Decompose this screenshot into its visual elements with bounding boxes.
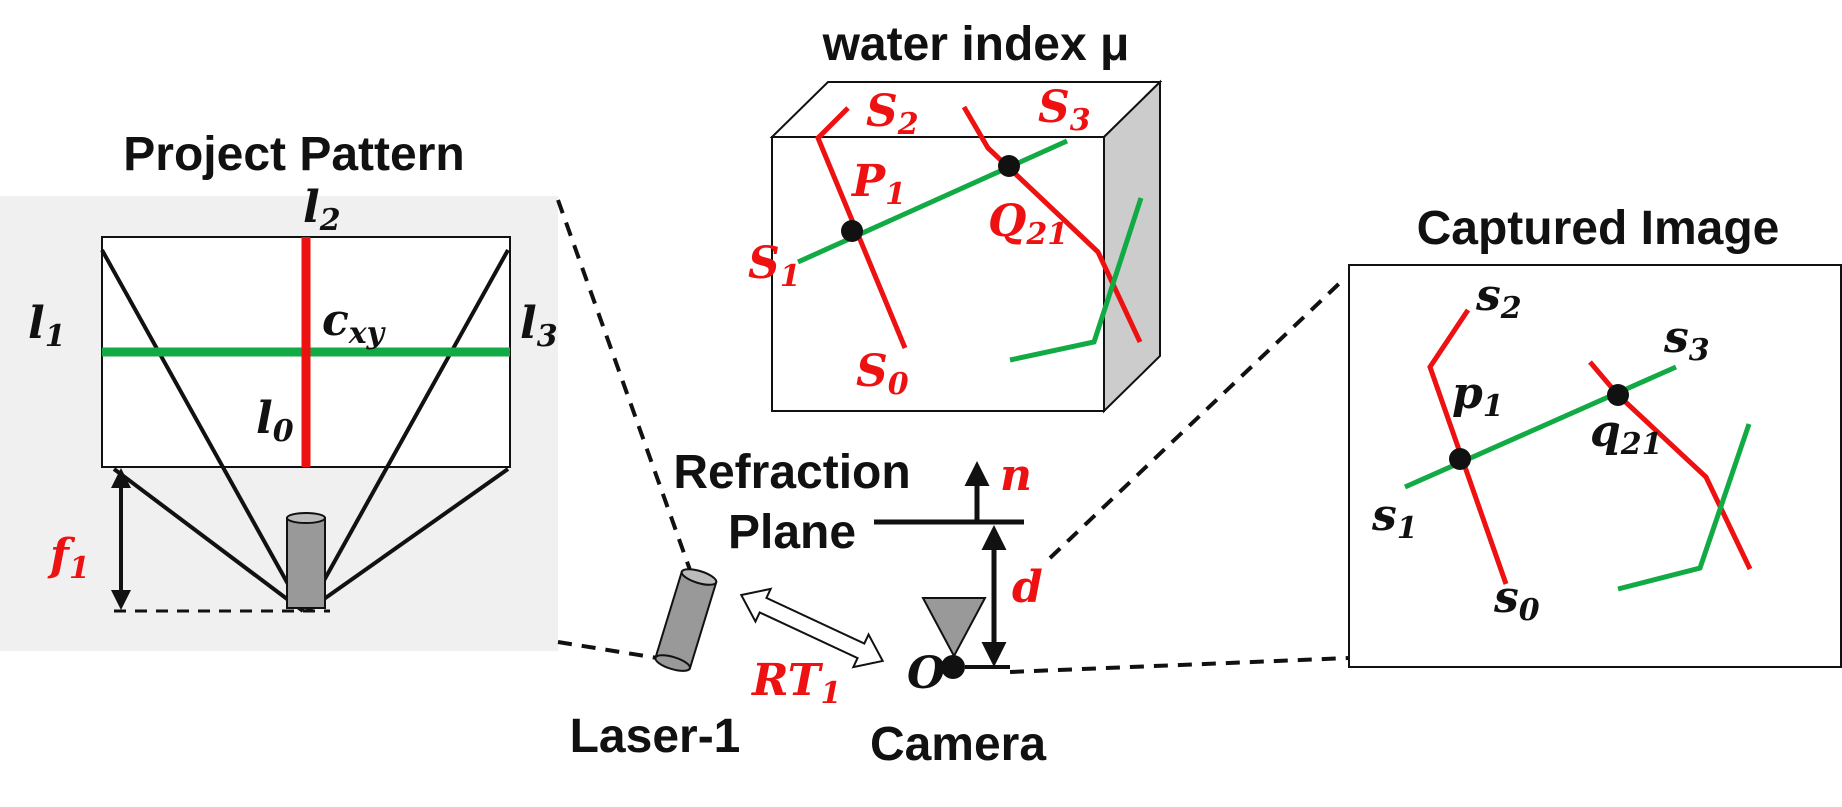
- point-q21: [998, 155, 1020, 177]
- captured-ray-s2-s0: [1427, 308, 1509, 585]
- projection-ray-right-inner: [305, 467, 510, 613]
- label-s3-lower: s3: [1663, 312, 1710, 368]
- water-box-side-face: [1103, 79, 1161, 414]
- water-box-front-face: [771, 136, 1105, 412]
- projection-ray-left-inner: [112, 467, 305, 613]
- point-lower-p1: [1449, 448, 1471, 470]
- captured-ray-s3: [1588, 360, 1753, 571]
- water-ray-s1-green: [796, 138, 1069, 265]
- label-S3: S3: [1038, 82, 1091, 138]
- water-green-refracted: [1009, 197, 1144, 363]
- refraction-plane-line2: Plane: [728, 506, 856, 559]
- label-q21-lower: q21: [1590, 406, 1663, 462]
- label-cxy: cxy: [322, 295, 387, 351]
- label-S2: S2: [866, 86, 919, 142]
- label-Q21: Q21: [988, 196, 1068, 252]
- camera-label: Camera: [870, 718, 1046, 771]
- connector-captured-top: [1048, 276, 1347, 560]
- label-S1: S1: [748, 238, 801, 294]
- connector-captured-bottom: [1009, 656, 1350, 674]
- connector-pattern-bottom: [557, 640, 671, 662]
- label-O: O: [907, 648, 945, 699]
- camera-body: [921, 597, 987, 659]
- captured-green-refracted: [1617, 423, 1752, 592]
- laser-label: Laser-1: [570, 710, 741, 763]
- camera-origin-point: [941, 655, 965, 679]
- point-lower-q21: [1607, 384, 1629, 406]
- water-ray-s3: [961, 105, 1143, 344]
- projection-ray-left-outer: [100, 249, 305, 612]
- water-box: water index μ S2 S3 P1 Q21 S1 S0: [748, 18, 1163, 414]
- label-d: d: [1012, 562, 1043, 613]
- rt-double-arrow: [739, 587, 885, 669]
- center-setup: Refraction Plane n d Laser-1 RT1 O Camer…: [570, 446, 1047, 771]
- point-p1: [841, 220, 863, 242]
- projection-ray-right-outer: [305, 249, 510, 612]
- label-n: n: [1000, 450, 1032, 501]
- captured-ray-s1-green: [1403, 364, 1678, 490]
- label-p1-lower: p1: [1452, 368, 1504, 424]
- water-ray-s2-s0: [815, 106, 908, 349]
- water-box-title: water index μ: [822, 18, 1130, 71]
- pattern-laser-top: [286, 512, 326, 524]
- captured-image-panel: Captured Image s2 s3 p1 q21 s1 s0: [1348, 202, 1842, 668]
- label-s2-lower: s2: [1475, 270, 1522, 326]
- pattern-laser-body: [286, 517, 326, 609]
- label-l2: l2: [303, 182, 341, 238]
- project-pattern-title: Project Pattern: [123, 128, 464, 181]
- label-P1: P1: [850, 156, 906, 212]
- label-s1-lower: s1: [1371, 490, 1418, 546]
- label-l1: l1: [28, 298, 66, 354]
- label-l0: l0: [256, 393, 294, 449]
- label-S0: S0: [856, 346, 909, 402]
- captured-image-frame: [1348, 264, 1842, 668]
- laser-1: [654, 568, 718, 672]
- project-pattern-panel: Project Pattern l2 l1 l3 cxy l0 f1: [0, 128, 558, 651]
- label-s0-lower: s0: [1493, 572, 1540, 628]
- refraction-plane-line1: Refraction: [673, 446, 910, 499]
- label-RT1: RT1: [750, 655, 841, 711]
- captured-image-title: Captured Image: [1417, 202, 1780, 255]
- connector-pattern-top: [556, 199, 692, 571]
- label-l3: l3: [520, 298, 558, 354]
